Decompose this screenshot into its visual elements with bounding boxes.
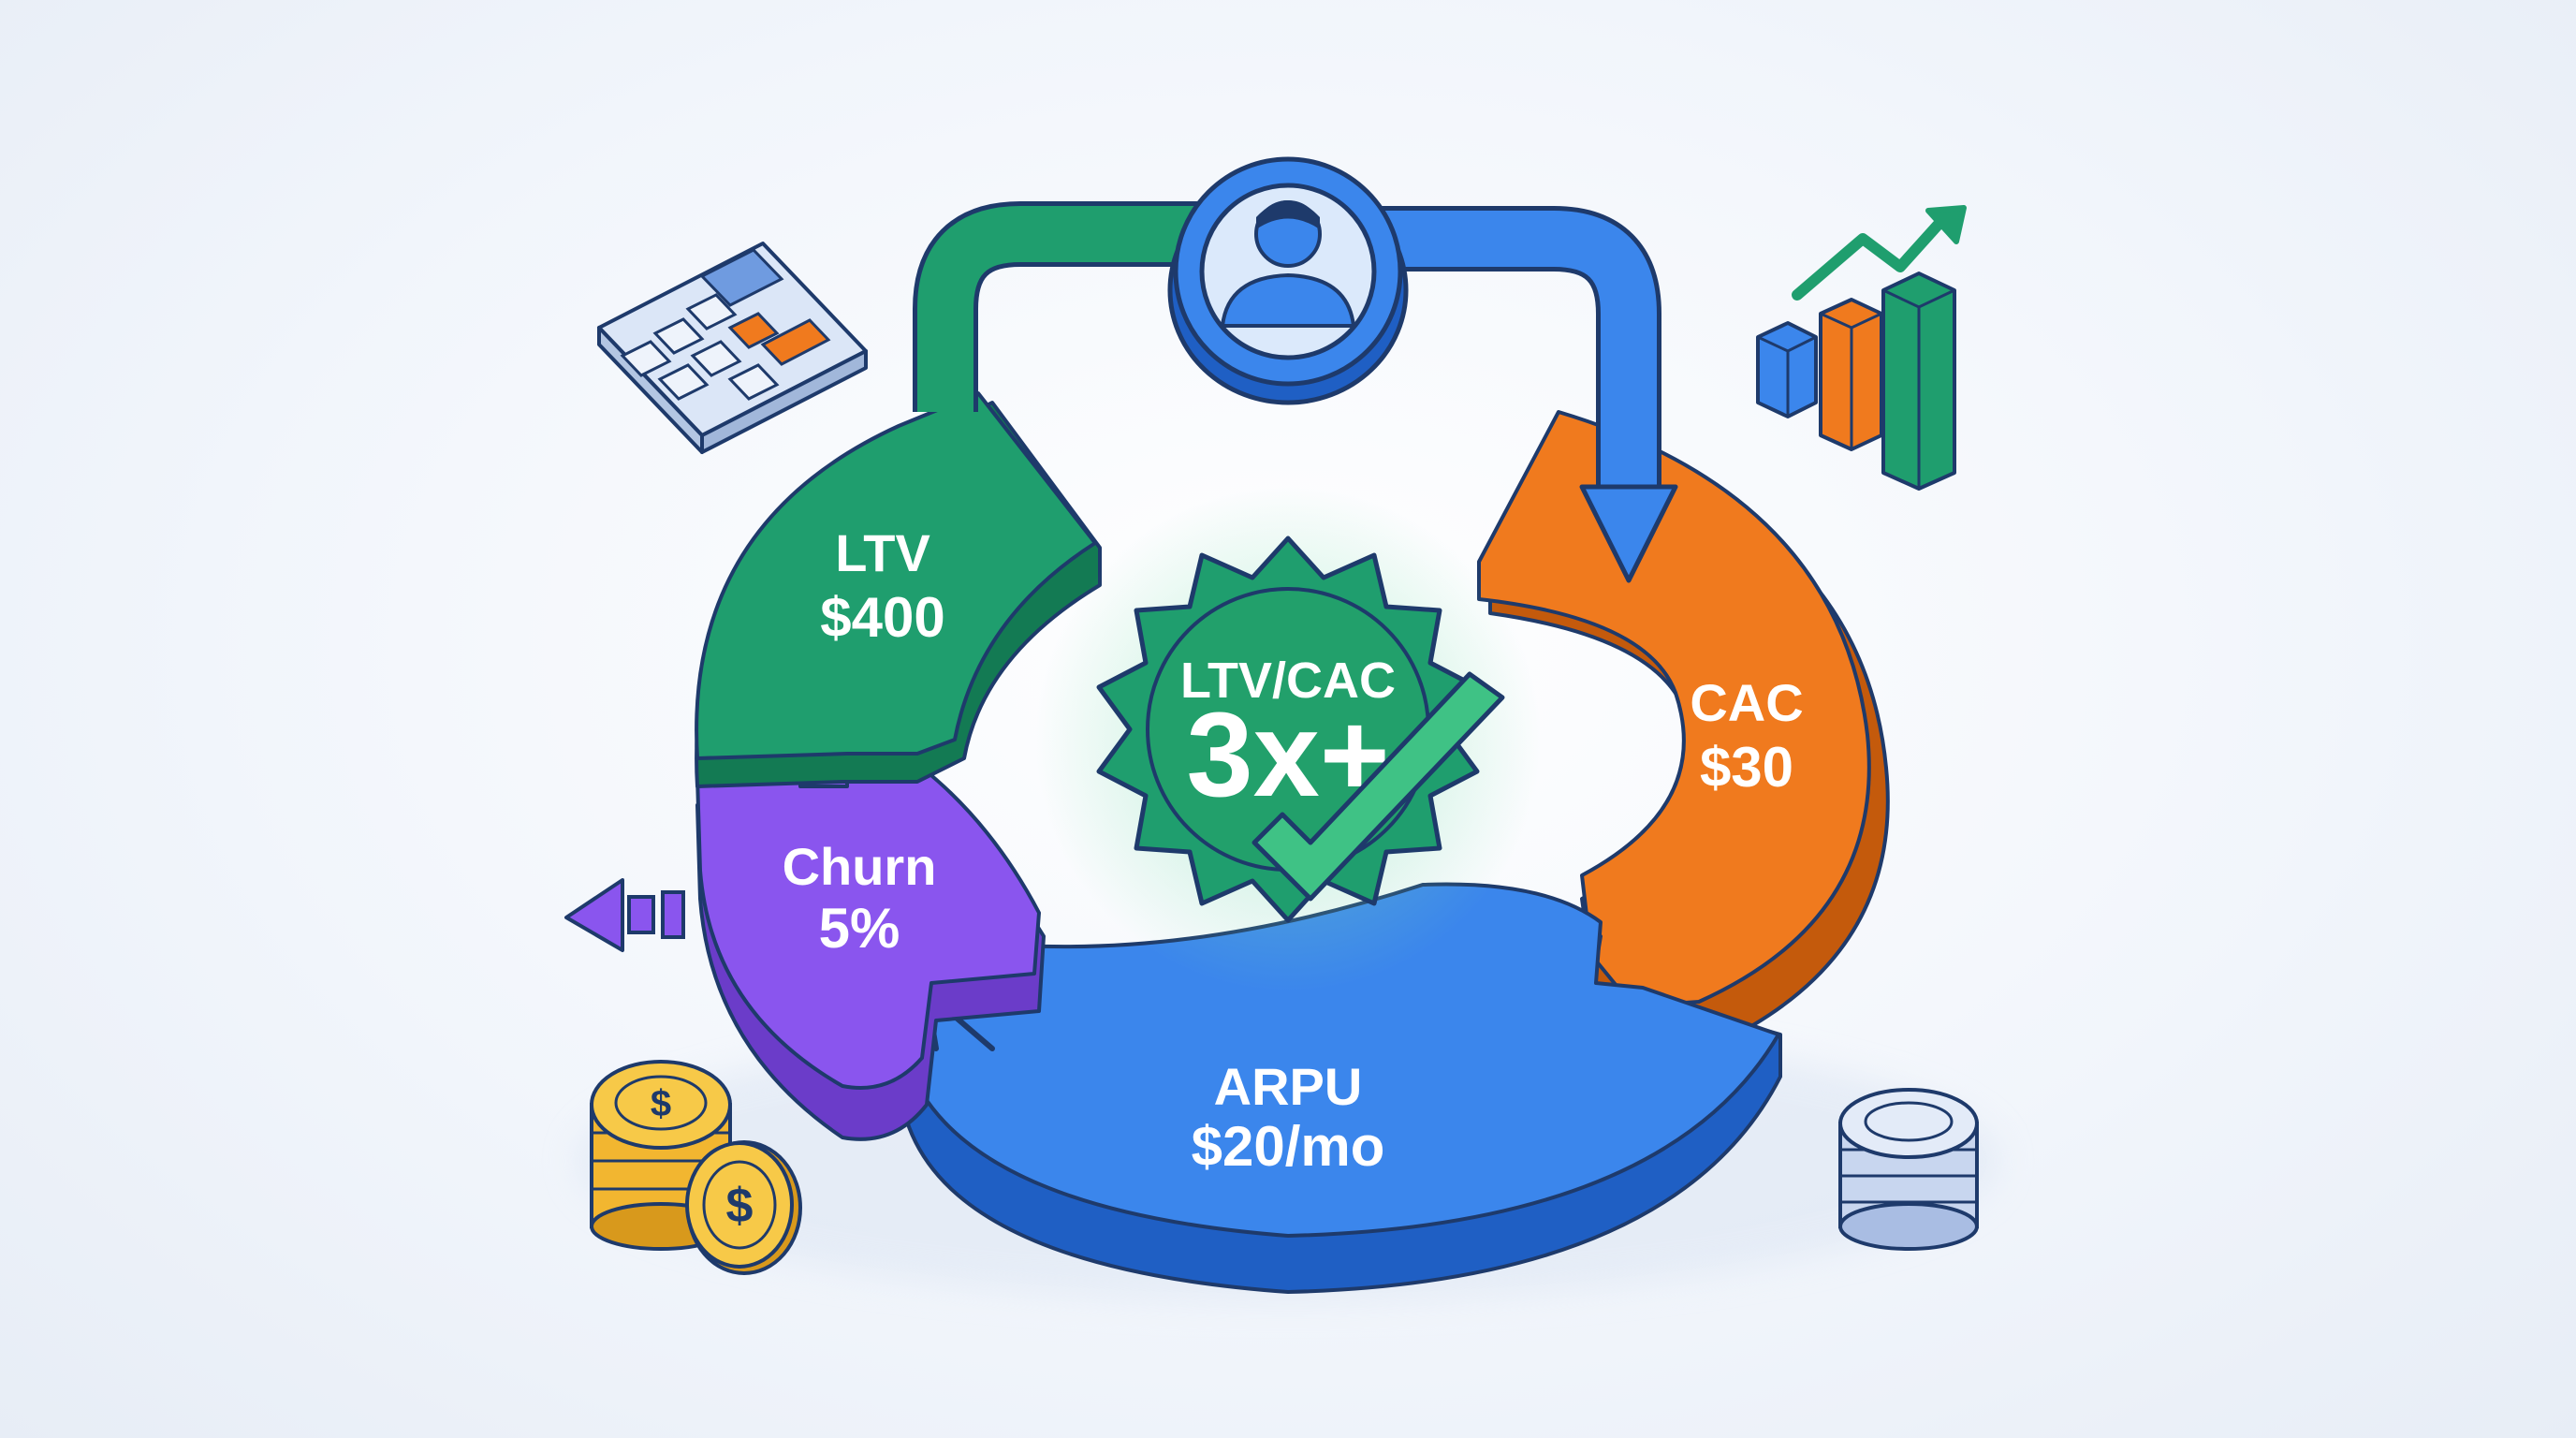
arpu-segment: ARPU $20/mo [897, 882, 1782, 1294]
silver-coin-stack-icon [1838, 1088, 1979, 1251]
churn-value: 5% [819, 897, 900, 960]
svg-text:$: $ [726, 1179, 754, 1233]
ltv-cac-badge: LTV/CAC 3x+ [1035, 487, 1541, 992]
arpu-label: ARPU [1214, 1057, 1363, 1116]
ltv-value: $400 [820, 586, 944, 649]
acquisition-loop [913, 201, 1678, 583]
ltv-label: LTV [835, 523, 930, 582]
growth-chart-icon [1756, 205, 1967, 491]
cac-label: CAC [1690, 673, 1803, 732]
ltv-segment: LTV $400 [695, 391, 1102, 788]
cac-value: $30 [1700, 736, 1793, 799]
svg-text:$: $ [651, 1083, 671, 1124]
badge-title: LTV/CAC [1180, 653, 1396, 709]
cac-segment: CAC $30 [1477, 410, 1890, 1050]
gold-coin-stack-icon: $ $ [590, 1060, 802, 1275]
churn-label: Churn [783, 837, 937, 896]
user-avatar-icon [1167, 156, 1409, 405]
down-arrow-icon [1579, 484, 1678, 583]
arpu-value: $20/mo [1192, 1115, 1385, 1178]
checkmark-icon [1251, 671, 1505, 902]
calculator-icon [597, 242, 868, 454]
churn-leak-arrow-icon [564, 878, 685, 952]
